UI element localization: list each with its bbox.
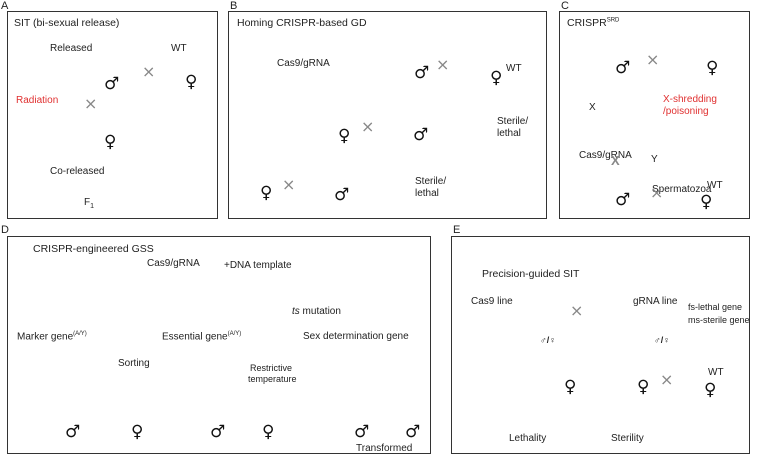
ms-sterile-label: ms-sterile gene: [688, 315, 750, 325]
transformed-label: Transformed: [356, 443, 413, 454]
panel-d-letter: D: [1, 224, 9, 236]
sperm-y-label: Y: [651, 154, 658, 165]
sperm-x-label: X: [611, 153, 620, 168]
panel-e-title: Precision-guided SIT: [482, 268, 580, 280]
spermatozoa-label: Spermatozoa: [652, 184, 712, 195]
cross-symbol: ×: [646, 50, 660, 69]
cross-symbol: ×: [142, 62, 156, 81]
male-symbol: ♂: [65, 422, 81, 442]
f1-label: F1: [84, 197, 95, 210]
panel-b-title: Homing CRISPR-based GD: [237, 17, 367, 29]
cross-symbol: ×: [84, 94, 98, 113]
male-symbol: ♂: [615, 190, 631, 210]
lethal-label-b2: lethal: [415, 188, 439, 199]
panel-b: [228, 11, 547, 219]
sorting-label: Sorting: [118, 358, 150, 369]
cas9-line-label: Cas9 line: [471, 296, 513, 307]
marker-gene-label: Marker gene(A/Y): [17, 331, 87, 343]
wt-label-c: WT: [707, 180, 723, 191]
male-symbol: ♂: [104, 74, 120, 94]
female-symbol: ♀: [704, 380, 717, 400]
female-symbol: ♀: [260, 183, 273, 203]
panel-d: [7, 236, 431, 454]
male-symbol: ♂: [354, 422, 370, 442]
poisoning-label: /poisoning: [663, 106, 709, 117]
sterile-label-b2: Sterile/: [415, 176, 447, 187]
sex-determination-label: Sex determination gene: [303, 331, 409, 342]
female-symbol: ♀: [706, 58, 719, 78]
female-symbol: ♀: [185, 72, 198, 92]
cross-symbol: ×: [282, 175, 296, 194]
cross-symbol: ×: [436, 55, 450, 74]
sterile-label-b1: Sterile/: [497, 116, 529, 127]
male-symbol: ♂: [414, 63, 430, 83]
fs-lethal-label: fs-lethal gene: [688, 302, 743, 312]
panel-b-letter: B: [230, 0, 238, 12]
female-symbol: ♀: [564, 377, 577, 397]
essential-gene-label: Essential gene(A/Y): [162, 331, 242, 343]
panel-a-letter: A: [1, 0, 9, 12]
female-symbol: ♀: [131, 422, 144, 442]
sterility-label: Sterility: [611, 433, 644, 444]
cross-symbol: ×: [361, 117, 375, 136]
x-shredding-label: X-shredding: [663, 94, 717, 105]
panel-a: [7, 11, 218, 219]
cross-symbol: ×: [650, 183, 664, 202]
panel-d-title: CRISPR-engineered GSS: [33, 243, 154, 255]
male-symbol: ♂: [413, 125, 429, 145]
lethal-label-b1: lethal: [497, 128, 521, 139]
x-chromosome-label: X: [589, 102, 596, 113]
cross-symbol: ×: [660, 370, 674, 389]
male-symbol: ♂: [405, 422, 421, 442]
female-symbol: ♀: [700, 192, 713, 212]
cas9-grna-label-b: Cas9/gRNA: [277, 58, 330, 69]
panel-c: [559, 11, 750, 219]
temperature-label: temperature: [248, 374, 297, 384]
cross-symbol: ×: [570, 301, 584, 320]
wt-label-a: WT: [171, 43, 187, 54]
panel-e: [451, 236, 750, 454]
female-symbol: ♀: [338, 126, 351, 146]
male-female-symbol: ♂/♀: [540, 335, 557, 345]
restrictive-label: Restrictive: [250, 363, 293, 373]
cas9-grna-label-c: Cas9/gRNA: [579, 150, 632, 161]
male-female-symbol: ♂/♀: [654, 335, 671, 345]
male-symbol: ♂: [334, 185, 350, 205]
panel-e-letter: E: [453, 224, 461, 236]
panel-c-letter: C: [561, 0, 569, 12]
ts-mutation-label: ts mutation: [292, 306, 341, 317]
radiation-label: Radiation: [16, 95, 59, 106]
lethality-label: Lethality: [509, 433, 547, 444]
cas9-grna-label-d: Cas9/gRNA: [147, 258, 200, 269]
released-label: Released: [50, 43, 93, 54]
female-symbol: ♀: [490, 68, 503, 88]
female-symbol: ♀: [262, 422, 275, 442]
male-symbol: ♂: [615, 58, 631, 78]
grna-line-label: gRNA line: [633, 296, 678, 307]
wt-label-b: WT: [506, 63, 522, 74]
male-symbol: ♂: [210, 422, 226, 442]
panel-c-title: CRISPRSRD: [567, 17, 620, 29]
panel-a-title: SIT (bi-sexual release): [14, 17, 120, 29]
wt-label-e: WT: [708, 367, 724, 378]
dna-template-label: +DNA template: [224, 260, 292, 271]
co-released-label: Co-released: [50, 166, 105, 177]
female-symbol: ♀: [104, 132, 117, 152]
female-symbol: ♀: [637, 377, 650, 397]
